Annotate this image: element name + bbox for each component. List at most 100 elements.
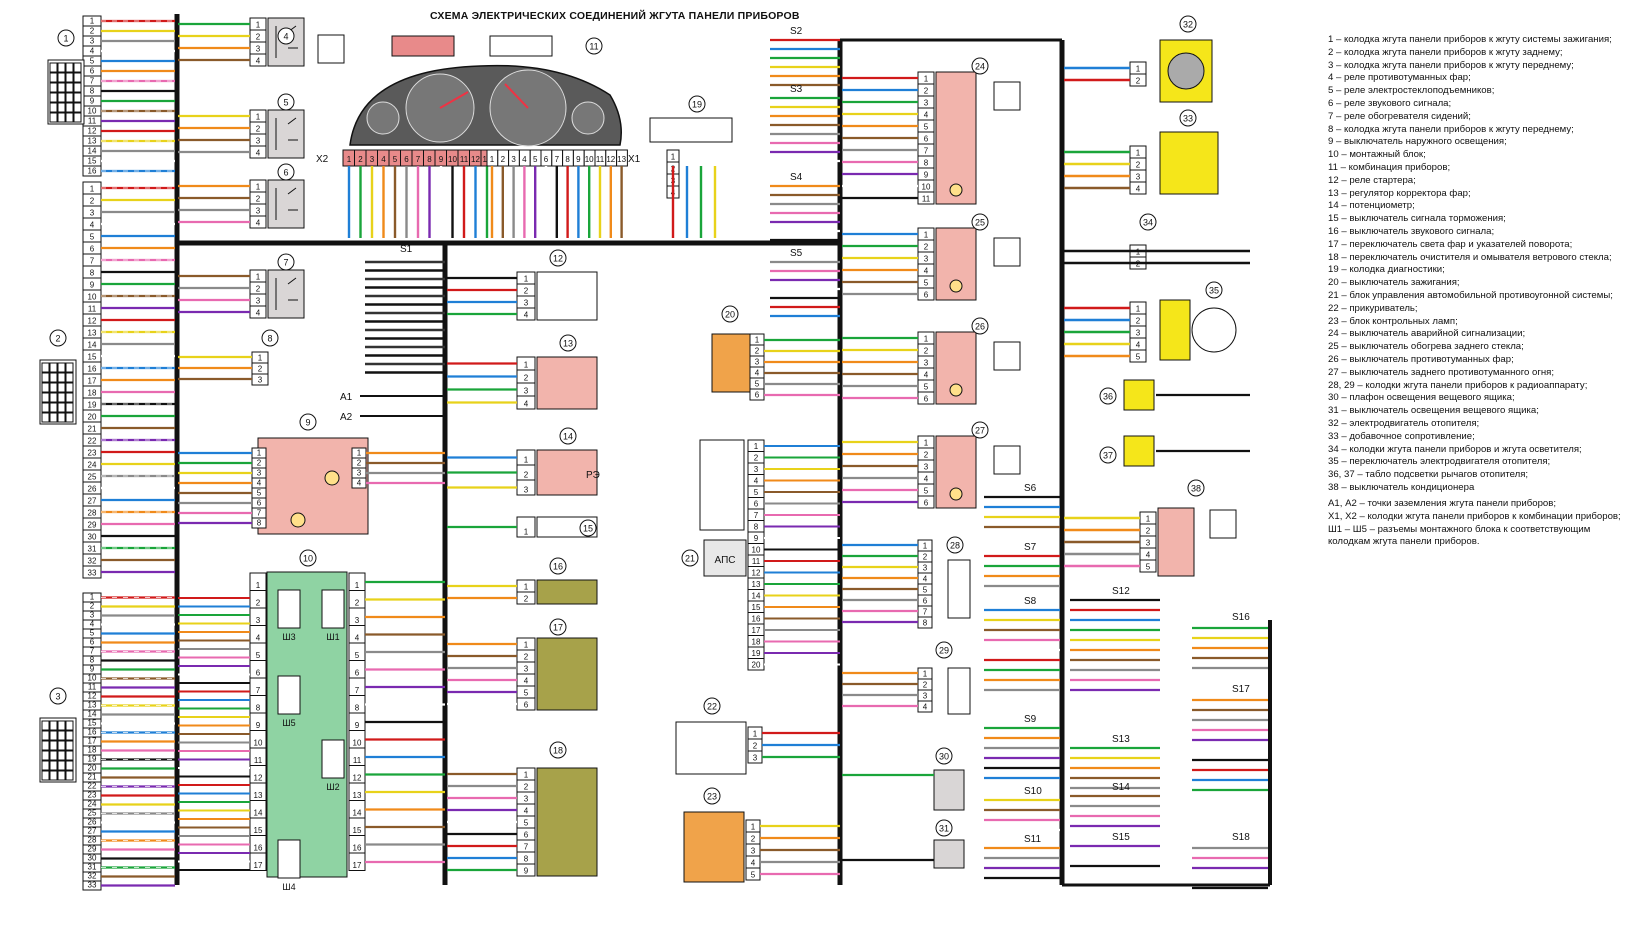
callout-circle — [277, 93, 295, 111]
pin-number: 7 — [256, 686, 261, 695]
lever-backlight — [1123, 435, 1155, 467]
device-body — [536, 449, 598, 496]
strip-number: 32 — [88, 872, 97, 881]
connector-pin — [57, 62, 66, 73]
pin-number: 3 — [923, 564, 928, 573]
callout-number: 6 — [283, 168, 288, 178]
pin-number: 12 — [254, 774, 263, 783]
pin-number: 2 — [923, 681, 928, 690]
relay-contact — [275, 187, 298, 220]
connector-pin — [65, 92, 74, 103]
pin-number: 3 — [524, 486, 529, 495]
callout-circle — [721, 305, 739, 323]
pin-number: 5 — [256, 651, 261, 660]
pin-number: 16 — [254, 844, 263, 853]
pin-number: 1 — [524, 456, 529, 465]
pin-number: 3 — [524, 299, 529, 308]
pin-number: 4 — [524, 807, 529, 816]
pin-number: 7 — [924, 147, 929, 156]
strip-number: 3 — [90, 209, 95, 218]
pin-number: 13 — [254, 791, 263, 800]
connector-pin — [65, 412, 74, 423]
pin-number: 7 — [754, 511, 759, 520]
pin-number: 6 — [923, 597, 928, 606]
pin-number: 2 — [256, 285, 261, 294]
connector-pin — [49, 62, 58, 73]
callout-number: 13 — [563, 339, 573, 349]
fan-switch — [1159, 299, 1191, 361]
connector-pin — [49, 102, 58, 113]
pin-number: 1 — [256, 581, 261, 590]
strip-number: 22 — [88, 437, 97, 446]
strip-number: 15 — [88, 353, 97, 362]
bus-label: S13 — [1112, 734, 1130, 745]
pin-number: 4 — [524, 311, 529, 320]
connector-pin — [49, 112, 58, 123]
x2-pin-number: 7 — [416, 155, 421, 164]
strip-number: 14 — [88, 147, 97, 156]
ground-a2: A2 — [340, 412, 353, 423]
strip-number: 11 — [88, 117, 97, 126]
pin-number: 2 — [924, 451, 929, 460]
pin-number: 3 — [1136, 329, 1141, 338]
strip-number: 30 — [88, 533, 97, 542]
switch-body — [935, 435, 977, 509]
callout-circle — [703, 697, 721, 715]
pin-number: 6 — [524, 831, 529, 840]
fuel-gauge — [366, 101, 400, 135]
pin-number: 2 — [355, 599, 360, 608]
pin-number: 3 — [924, 255, 929, 264]
pin-number: 3 — [357, 469, 362, 478]
bus-label: S12 — [1112, 586, 1130, 597]
connector-icon — [993, 237, 1021, 267]
switch-body — [257, 437, 369, 535]
connector-pin — [49, 92, 58, 103]
lamp-icon — [949, 383, 963, 397]
connector-pin — [49, 770, 58, 781]
strip-number: 10 — [88, 674, 97, 683]
callout-circle — [277, 163, 295, 181]
pin-number: 7 — [923, 608, 928, 617]
x1-pin-number: 11 — [596, 155, 605, 164]
pin-number: 4 — [923, 703, 928, 712]
callout-circle — [1179, 109, 1197, 127]
pin-number: 14 — [254, 809, 263, 818]
pin-number: 3 — [256, 207, 261, 216]
mount-socket — [277, 589, 301, 629]
pin-number: 9 — [355, 721, 360, 730]
callout-circle — [1099, 387, 1117, 405]
pin-number: 2 — [357, 459, 362, 468]
mount-socket — [321, 589, 345, 629]
pin-number: 3 — [1146, 539, 1151, 548]
bus-label: S17 — [1232, 684, 1250, 695]
strip-number: 31 — [88, 545, 97, 554]
strip-number: 16 — [88, 728, 97, 737]
callout-number: 20 — [725, 310, 735, 320]
pin-number: 7 — [355, 686, 360, 695]
pin-number: 6 — [924, 291, 929, 300]
connector-pin — [49, 72, 58, 83]
pin-number: 4 — [524, 400, 529, 409]
connector-pin — [73, 82, 82, 93]
strip-number: 9 — [90, 281, 95, 290]
x1-pin-number: 13 — [617, 155, 626, 164]
pin-number: 4 — [256, 149, 261, 158]
x1-pin-number: 4 — [522, 155, 527, 164]
callout-circle — [703, 787, 721, 805]
callout-number: 32 — [1183, 20, 1193, 30]
legend-item: 22 – прикуриватель; — [1328, 302, 1418, 314]
pin-number: 3 — [923, 692, 928, 701]
pin-number: 2 — [755, 347, 760, 356]
connector-pin — [57, 402, 66, 413]
pin-number: 10 — [922, 183, 931, 192]
callout-circle — [549, 557, 567, 575]
pin-number: 8 — [924, 159, 929, 168]
pin-number: 6 — [924, 395, 929, 404]
pin-number: 9 — [924, 171, 929, 180]
device-body — [536, 579, 598, 605]
callout-number: 19 — [692, 100, 702, 110]
legend-item: 28, 29 – колодки жгута панели приборов к… — [1328, 379, 1588, 391]
bus-label-s1: S1 — [400, 244, 413, 255]
